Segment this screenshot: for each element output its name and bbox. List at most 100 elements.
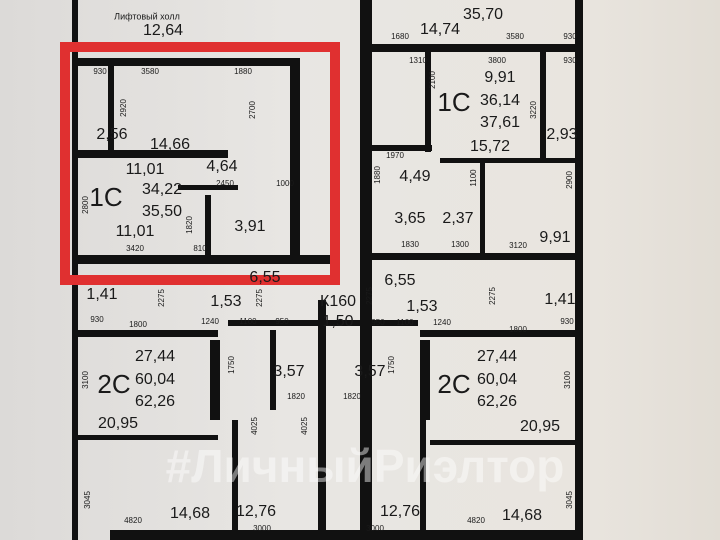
apt-type: 2С [97, 369, 131, 399]
apt-area-total: 37,61 [479, 114, 521, 131]
wc-area: 2,37 [442, 210, 474, 227]
dim: 1000 [276, 179, 294, 188]
dim: 2275 [255, 289, 264, 307]
apt-area-total: 62,26 [476, 393, 518, 410]
dim: 1300 [451, 240, 469, 249]
dim: 810 [193, 244, 207, 253]
dim: 2275 [365, 287, 374, 305]
dim: 3045 [83, 491, 92, 509]
hall-area: 12,64 [142, 22, 184, 39]
dim: 1830 [401, 240, 419, 249]
bath-area: 3,65 [394, 210, 426, 227]
kitchen-area: 20,95 [519, 418, 561, 435]
corridor-area-right: 6,55 [384, 272, 416, 289]
dim: 2800 [81, 196, 90, 214]
dim: 1800 [509, 325, 527, 334]
dim: 1680 [391, 32, 409, 41]
apt-area: 34,22 [141, 181, 183, 198]
hall-area: 4,64 [206, 158, 238, 175]
storage-area: 1,53 [406, 298, 438, 315]
dim: 1310 [409, 56, 427, 65]
dim: 930 [560, 317, 574, 326]
dim: 4820 [467, 516, 485, 525]
bath-area: 3,57 [354, 363, 386, 380]
dim: 2900 [565, 171, 574, 189]
dim: 3800 [488, 56, 506, 65]
dim: 930 [90, 315, 104, 324]
room2-area: 12,76 [379, 503, 421, 520]
corridor-area-left: 6,55 [249, 269, 281, 286]
balcony-area: 1,41 [86, 286, 118, 303]
dim: 3000 [366, 524, 384, 533]
room1-area: 14,68 [169, 505, 211, 522]
apt-area: 60,04 [134, 371, 176, 388]
dim: 950 [275, 317, 289, 326]
room1-area: 14,68 [501, 507, 543, 524]
dim: 1750 [227, 356, 236, 374]
apt-type: 2С [437, 369, 471, 399]
dim: 2275 [488, 287, 497, 305]
dim: 1820 [185, 216, 194, 234]
dim: 4025 [250, 417, 259, 435]
room-area: 11,01 [115, 223, 155, 240]
dim: 930 [93, 67, 107, 76]
room-area: 9,91 [539, 229, 571, 246]
room2-area: 12,76 [235, 503, 277, 520]
dim: 1750 [387, 356, 396, 374]
dim: 1800 [129, 320, 147, 329]
dim: 3420 [126, 244, 144, 253]
balcony-area: 2,56 [96, 126, 128, 143]
dim: 1820 [287, 392, 305, 401]
dim: 4025 [300, 417, 309, 435]
dim: 3580 [506, 32, 524, 41]
living-area: 9,91 [484, 69, 516, 86]
highlight-frame [60, 42, 340, 285]
dim: 2450 [216, 179, 234, 188]
hall-area: 4,49 [399, 168, 431, 185]
dim: 3100 [563, 371, 572, 389]
bath-area: 3,57 [273, 363, 305, 380]
dim: 1880 [373, 166, 382, 184]
dim: 1820 [343, 392, 361, 401]
kitchen-area: 14,66 [149, 136, 191, 153]
dim: 3045 [565, 491, 574, 509]
dim: 3000 [253, 524, 271, 533]
dim: 2100 [428, 71, 437, 89]
living-area: 27,44 [476, 348, 518, 365]
watermark: #ЛичныйРиэлтор [165, 440, 565, 492]
apt-type: 1С [89, 182, 123, 212]
top-apt-room: 14,74 [419, 21, 461, 38]
bath-area: 3,91 [234, 218, 266, 235]
apt-area: 36,14 [479, 92, 521, 109]
k-area: 1,50 [322, 313, 354, 330]
dim: 1100 [239, 317, 257, 326]
dim: 4820 [124, 516, 142, 525]
living-area: 11,01 [125, 161, 165, 178]
kitchen-area: 20,95 [97, 415, 139, 432]
dim: 930 [563, 32, 577, 41]
apt-area: 60,04 [476, 371, 518, 388]
dim: 1880 [234, 67, 252, 76]
kitchen-area: 15,72 [469, 138, 511, 155]
storage-area: 1,53 [210, 293, 242, 310]
dim: 3120 [509, 241, 527, 250]
living-area: 27,44 [134, 348, 176, 365]
apt-area-total: 35,50 [141, 203, 183, 220]
balcony-area: 2,93 [546, 126, 578, 143]
dim: 950 [371, 318, 385, 327]
apt-area-total: 62,26 [134, 393, 176, 410]
dim: 2920 [119, 99, 128, 117]
k-label: К160 [319, 293, 357, 310]
balcony-area: 1,41 [544, 291, 576, 308]
dim: 1240 [201, 317, 219, 326]
hall-title: Лифтовый холл [114, 11, 180, 22]
top-apt-total: 35,70 [462, 6, 504, 23]
dim: 1240 [433, 318, 451, 327]
dim: 1100 [396, 318, 414, 327]
dim: 3220 [529, 101, 538, 119]
apt-type: 1С [437, 87, 471, 117]
dim: 3100 [81, 371, 90, 389]
dim: 3580 [141, 67, 159, 76]
